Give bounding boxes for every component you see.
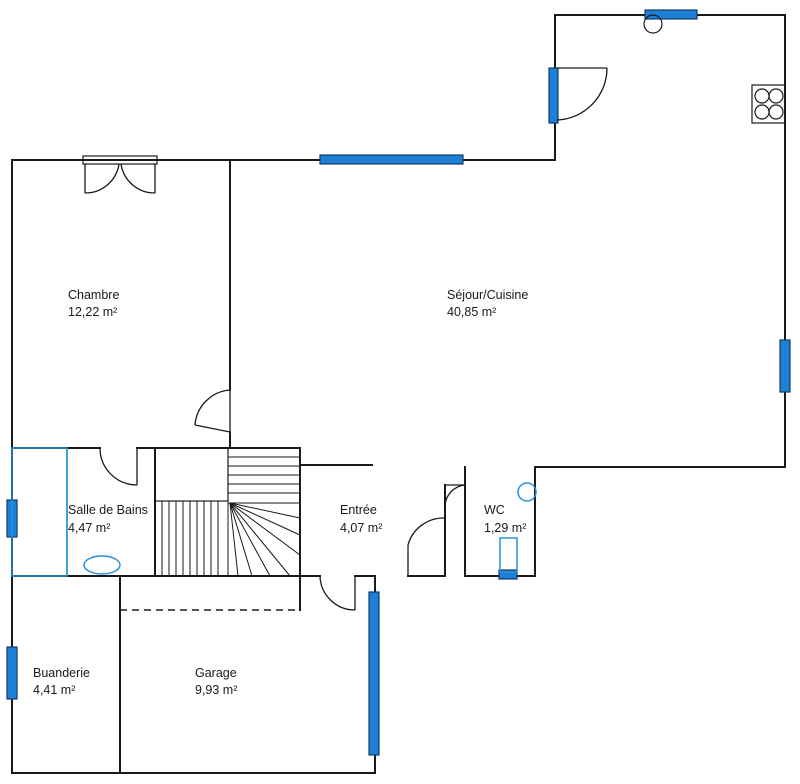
window-north-kitchen	[644, 9, 698, 20]
room-area-chambre: 12,22 m²	[68, 305, 117, 319]
window-garage	[368, 591, 380, 756]
room-area-entree: 4,07 m²	[340, 521, 382, 535]
cooktop	[751, 84, 786, 124]
room-name-buanderie: Buanderie	[33, 666, 90, 680]
garage-door	[319, 575, 356, 611]
toilet	[499, 537, 518, 573]
entry-door	[407, 517, 446, 576]
room-name-garage: Garage	[195, 666, 237, 680]
stairs	[154, 447, 301, 577]
north-door	[556, 67, 608, 121]
stair-landing	[154, 447, 229, 502]
room-labels: Chambre 12,22 m² Séjour/Cuisine 40,85 m²…	[33, 288, 528, 697]
window-east	[779, 339, 791, 393]
window-north-living	[319, 154, 464, 165]
room-area-wc: 1,29 m²	[484, 521, 526, 535]
bathtub	[11, 447, 68, 577]
window-laundry	[6, 646, 18, 700]
room-name-chambre: Chambre	[68, 288, 119, 302]
window-door-east	[548, 67, 559, 124]
window-bedroom-frame	[82, 155, 158, 165]
windows	[6, 9, 791, 756]
bedroom-french-door	[84, 163, 156, 194]
kitchen-sink	[643, 14, 663, 34]
stair-treads-upper	[228, 456, 300, 494]
stair-winders	[229, 502, 301, 577]
room-area-salle-de-bains: 4,47 m²	[68, 521, 110, 535]
room-area-sejour: 40,85 m²	[447, 305, 496, 319]
bedroom-door	[194, 389, 231, 433]
wc-basin	[517, 482, 537, 502]
fixtures	[11, 14, 786, 577]
room-name-entree: Entrée	[340, 503, 377, 517]
room-name-salle-de-bains: Salle de Bains	[68, 503, 148, 517]
bathroom-door	[99, 447, 138, 486]
room-area-buanderie: 4,41 m²	[33, 683, 75, 697]
doors	[84, 67, 608, 611]
room-name-sejour: Séjour/Cuisine	[447, 288, 528, 302]
washbasin	[83, 555, 121, 575]
window-wc	[498, 569, 518, 580]
stair-treads-lower	[161, 501, 219, 576]
room-name-wc: WC	[484, 503, 505, 517]
outer-walls	[11, 14, 786, 774]
wc-door	[444, 484, 466, 508]
room-area-garage: 9,93 m²	[195, 683, 237, 697]
